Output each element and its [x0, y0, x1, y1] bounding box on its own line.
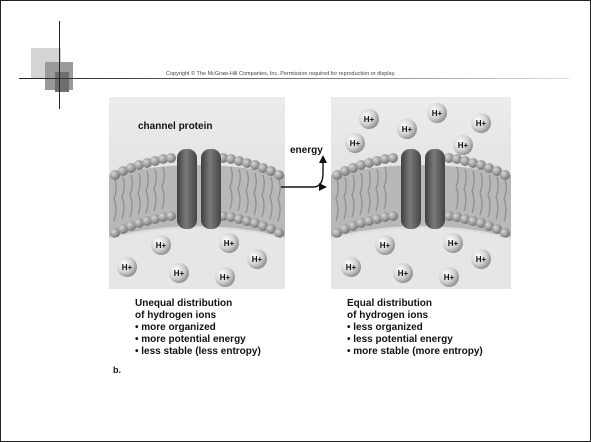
ion-label: H+ [476, 255, 487, 264]
caption-bullet: • less potential energy [347, 334, 483, 346]
left-caption: Unequal distribution of hydrogen ions • … [135, 298, 261, 358]
ion-label: H+ [432, 109, 443, 118]
ion-label: H+ [224, 239, 235, 248]
vertical-rule [59, 21, 60, 109]
caption-bullet: • less stable (less entropy) [135, 346, 261, 358]
caption-line: Unequal distribution [135, 298, 261, 310]
ion-label: H+ [380, 241, 391, 250]
energy-arrow [279, 153, 335, 195]
caption-bullet: • less organized [347, 322, 483, 334]
ion-label: H+ [252, 255, 263, 264]
corner-square-dark [55, 72, 69, 92]
horizontal-rule [19, 78, 569, 79]
ion-label: H+ [458, 141, 469, 150]
caption-line: Equal distribution [347, 298, 483, 310]
caption-bullet: • more organized [135, 322, 261, 334]
ion-label: H+ [156, 241, 167, 250]
ion-label: H+ [350, 139, 361, 148]
copyright-notice: Copyright © The McGraw-Hill Companies, I… [166, 71, 395, 77]
caption-line: of hydrogen ions [347, 310, 483, 322]
right-caption: Equal distribution of hydrogen ions • le… [347, 298, 483, 358]
right-membrane-panel: H+ H+ H+ H+ H+ H+ H+ H+ H+ H+ H+ H+ [331, 97, 511, 289]
caption-line: of hydrogen ions [135, 310, 261, 322]
ion-label: H+ [402, 125, 413, 134]
ion-label: H+ [346, 263, 357, 272]
ion-label: H+ [448, 239, 459, 248]
ion-label: H+ [220, 273, 231, 282]
ion-label: H+ [122, 263, 133, 272]
ion-label: H+ [444, 273, 455, 282]
ion-label: H+ [476, 119, 487, 128]
ion-label: H+ [364, 115, 375, 124]
caption-bullet: • more potential energy [135, 334, 261, 346]
channel-protein-label: channel protein [138, 121, 212, 132]
ion-label: H+ [398, 269, 409, 278]
caption-bullet: • more stable (more entropy) [347, 346, 483, 358]
part-label: b. [113, 365, 121, 375]
ion-label: H+ [174, 269, 185, 278]
